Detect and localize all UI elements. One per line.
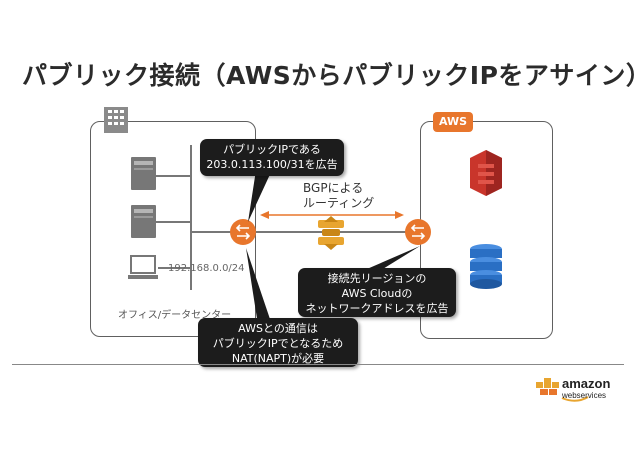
callout-line: パブリックIPでとなるため <box>212 337 344 350</box>
callout-pointer <box>248 170 272 222</box>
callout-pointer <box>360 246 420 272</box>
server-icon <box>131 205 156 238</box>
callout-line: ネットワークアドレスを広告 <box>305 302 449 315</box>
bgp-label-line: BGPによる <box>303 181 364 195</box>
amazon-logo-subtext: webservices <box>562 391 607 400</box>
aws-cloud-icon: AWS <box>433 112 473 132</box>
server-icon <box>131 157 156 190</box>
region-callout: 接続先リージョンの AWS Cloudの ネットワークアドレスを広告 <box>298 268 456 317</box>
bgp-label-line: ルーティング <box>303 196 375 210</box>
office-label: オフィス/データセンター <box>118 310 232 321</box>
page-title: パブリック接続（AWSからパブリックIPをアサイン） <box>22 61 638 90</box>
callout-line: 203.0.113.100/31を広告 <box>206 158 338 171</box>
callout-line: AWSとの通信は <box>238 322 318 335</box>
nat-callout: AWSとの通信は パブリックIPでとなるため NAT(NAPT)が必要 <box>198 318 358 367</box>
footer-divider <box>12 364 624 365</box>
bgp-label: BGPによる ルーティング <box>303 181 374 211</box>
building-icon <box>104 107 128 133</box>
direct-connect-icon <box>318 216 344 250</box>
amazon-logo-text: amazon <box>562 376 611 391</box>
subnet-label: 192.168.0.0/24 <box>168 263 245 274</box>
bgp-arrow <box>260 211 404 219</box>
callout-line: パブリックIPである <box>223 143 321 156</box>
public-ip-callout: パブリックIPである 203.0.113.100/31を広告 <box>200 139 344 176</box>
callout-line: NAT(NAPT)が必要 <box>231 352 325 365</box>
amazon-logo-icon <box>536 378 589 402</box>
router-icon <box>405 219 431 245</box>
callout-line: 接続先リージョンの <box>327 272 427 285</box>
s3-icon <box>470 150 502 196</box>
callout-line: AWS Cloudの <box>341 287 413 300</box>
router-icon <box>230 219 256 245</box>
computer-icon <box>128 255 158 279</box>
dynamodb-icon <box>470 244 502 289</box>
callout-pointer <box>246 248 272 325</box>
